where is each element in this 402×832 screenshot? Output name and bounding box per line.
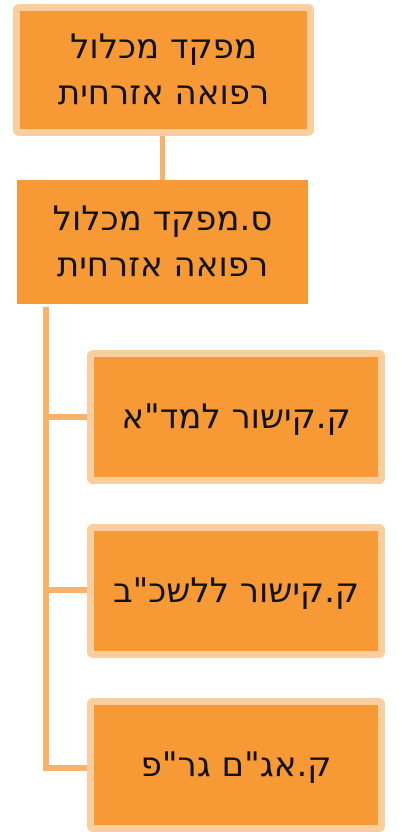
- deputy-node-line2: רפואה אזרחית: [56, 245, 269, 285]
- root-node-line1: מפקד מכלול: [70, 27, 257, 67]
- root-node-commander: מפקד מכלול רפואה אזרחית: [13, 4, 314, 136]
- officer-node-welfare-liaison: ק.קישור ללשכ"ב: [87, 524, 385, 658]
- branch-connector-3: [43, 765, 88, 771]
- officer-node-label: ק.קישור ללשכ"ב: [112, 571, 360, 611]
- branch-connector-1: [43, 414, 88, 420]
- officer-node-mda-liaison: ק.קישור למד"א: [87, 350, 385, 484]
- deputy-vertical-connector: [43, 307, 49, 771]
- deputy-node-line1: ס.מפקד מכלול: [52, 199, 273, 239]
- root-node-line2: רפואה אזרחית: [57, 73, 270, 113]
- officer-node-ops-officer: ק.אג"ם גר"פ: [87, 698, 385, 832]
- deputy-node-text: ס.מפקד מכלול רפואה אזרחית: [53, 196, 273, 288]
- branch-connector-2: [43, 587, 88, 593]
- officer-node-label: ק.קישור למד"א: [121, 397, 351, 437]
- deputy-commander-node: ס.מפקד מכלול רפואה אזרחית: [17, 180, 308, 304]
- officer-node-label: ק.אג"ם גר"פ: [140, 745, 332, 785]
- root-to-deputy-connector: [160, 136, 165, 180]
- root-node-text: מפקד מכלול רפואה אזרחית: [58, 24, 269, 116]
